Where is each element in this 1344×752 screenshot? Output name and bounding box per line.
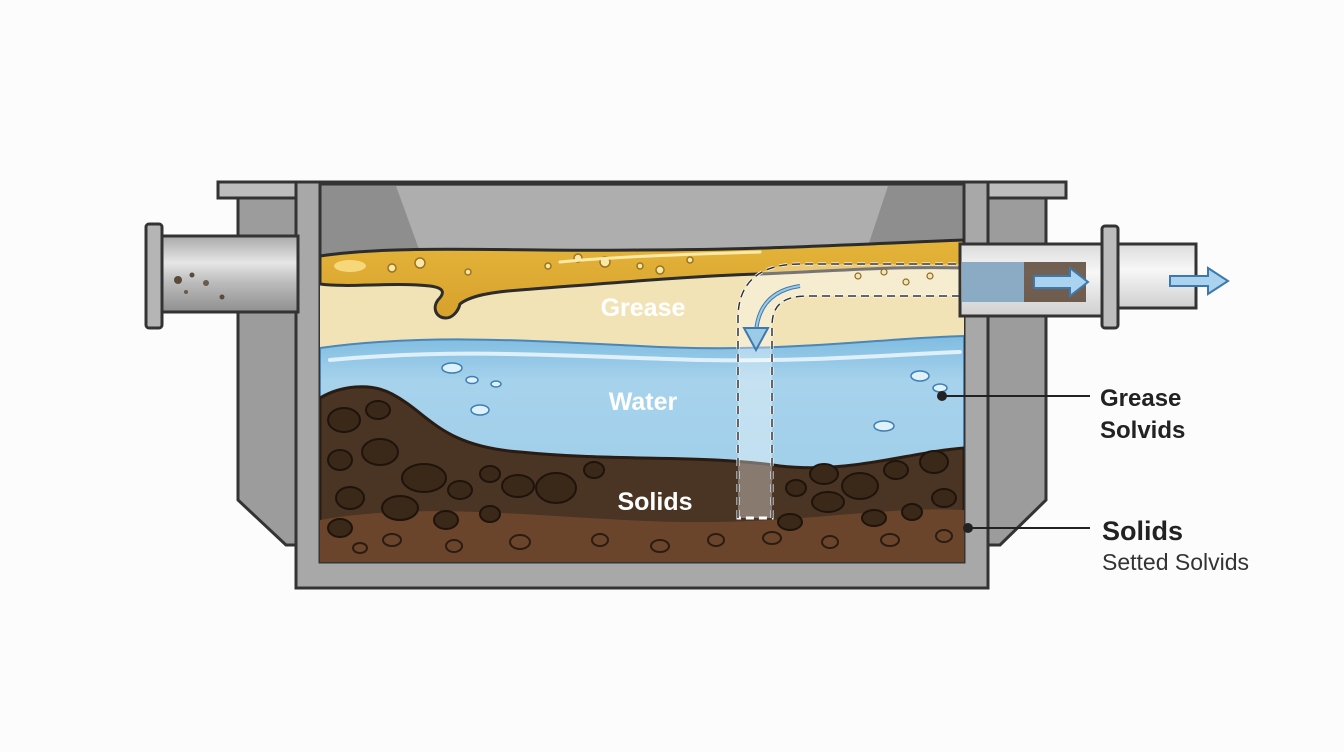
outlet-tee: [736, 262, 966, 520]
solids-callout-subtitle: Setted Solvids: [1102, 549, 1249, 575]
grease-layer-label: Grease: [601, 294, 686, 322]
tank-contents: [320, 238, 964, 562]
inlet-pipe: [144, 222, 300, 330]
grease-callout-subtitle: Solvids: [1100, 417, 1185, 444]
outlet-flow-arrow: [1033, 265, 1090, 299]
solids-callout-title: Solids: [1102, 516, 1183, 546]
grease-callout-title: Grease: [1100, 385, 1181, 412]
down-flow-arrow: [742, 284, 801, 353]
grease-callout-leader: [937, 391, 1090, 401]
exit-flow-arrow: [1169, 266, 1230, 296]
solids-layer-label: Solids: [617, 488, 692, 516]
solids-callout-leader: [963, 523, 1090, 533]
water-layer-label: Water: [609, 388, 678, 416]
